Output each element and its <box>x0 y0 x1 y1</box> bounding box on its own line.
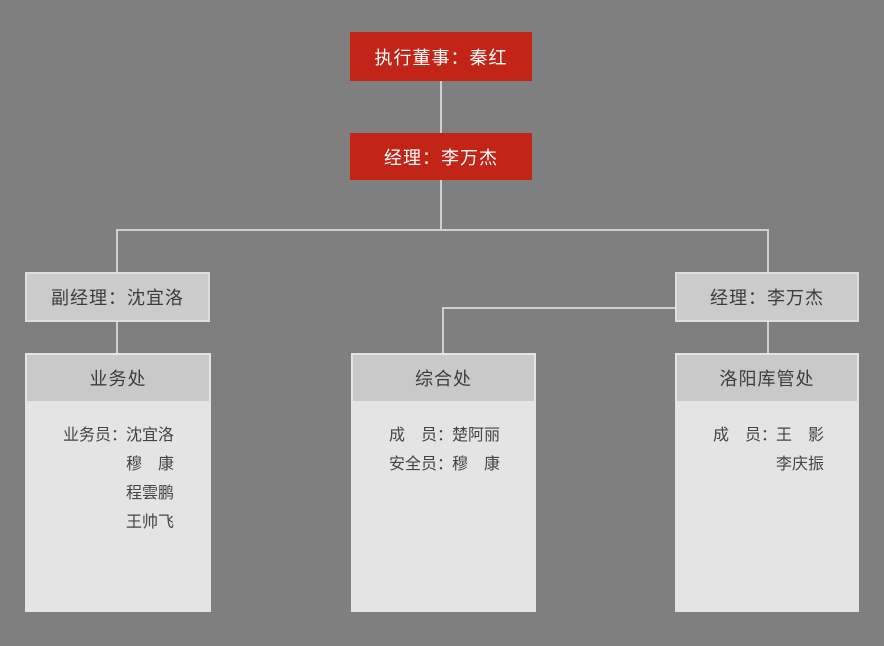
dept-title: 业务处 <box>27 355 209 401</box>
member-row: 程雲鹏 <box>27 479 209 508</box>
connector-line <box>767 229 769 272</box>
node-label: 执行董事：秦红 <box>374 47 508 68</box>
node-executive-director[interactable]: 执行董事：秦红 <box>350 32 532 81</box>
connector-line <box>440 81 442 133</box>
node-manager-right[interactable]: 经理：李万杰 <box>675 272 859 322</box>
member-role <box>63 479 126 508</box>
connector-line <box>116 229 118 272</box>
connector-line <box>440 180 442 230</box>
dept-box-general[interactable]: 综合处 成 员： 楚阿丽 安全员： 穆 康 <box>351 353 536 612</box>
dept-member-list: 业务员： 沈宜洛 穆 康 程雲鹏 王帅飞 <box>27 401 209 537</box>
member-row: 成 员： 王 影 <box>677 421 857 450</box>
member-row: 王帅飞 <box>27 508 209 537</box>
member-name: 李庆振 <box>776 456 825 473</box>
node-manager[interactable]: 经理：李万杰 <box>350 133 532 180</box>
member-role: 成 员： <box>713 427 778 444</box>
dept-box-luoyang-warehouse[interactable]: 洛阳库管处 成 员： 王 影 李庆振 <box>675 353 859 612</box>
dept-member-list: 成 员： 王 影 李庆振 <box>677 401 857 479</box>
connector-line <box>442 307 444 353</box>
connector-line <box>116 229 769 231</box>
node-label: 经理：李万杰 <box>384 147 498 168</box>
node-label: 副经理：沈宜洛 <box>51 288 184 308</box>
connector-line <box>767 322 769 353</box>
member-name: 王 影 <box>776 427 825 444</box>
dept-title: 洛阳库管处 <box>677 355 857 401</box>
member-role: 成 员： <box>389 427 454 444</box>
member-row: 安全员： 穆 康 <box>353 450 534 479</box>
member-name: 楚阿丽 <box>452 427 501 444</box>
dept-title-label: 业务处 <box>89 369 147 389</box>
member-row: 李庆振 <box>677 450 857 479</box>
dept-title: 综合处 <box>353 355 534 401</box>
dept-box-business[interactable]: 业务处 业务员： 沈宜洛 穆 康 程雲鹏 王帅飞 <box>25 353 211 612</box>
member-role <box>63 508 126 537</box>
member-row: 穆 康 <box>27 450 209 479</box>
member-name: 程雲鹏 <box>126 485 175 502</box>
member-role: 安全员： <box>389 456 454 473</box>
member-name: 沈宜洛 <box>126 427 175 444</box>
dept-title-label: 洛阳库管处 <box>719 369 815 389</box>
member-role: 业务员： <box>63 427 128 444</box>
dept-member-list: 成 员： 楚阿丽 安全员： 穆 康 <box>353 401 534 479</box>
member-name: 穆 康 <box>452 456 501 473</box>
member-role <box>63 450 126 479</box>
connector-line <box>116 322 118 353</box>
node-label: 经理：李万杰 <box>710 288 824 308</box>
member-row: 业务员： 沈宜洛 <box>27 421 209 450</box>
node-deputy-manager[interactable]: 副经理：沈宜洛 <box>25 272 210 322</box>
dept-title-label: 综合处 <box>415 369 472 389</box>
member-row: 成 员： 楚阿丽 <box>353 421 534 450</box>
member-name: 穆 康 <box>126 456 175 473</box>
member-role <box>713 450 776 479</box>
member-name: 王帅飞 <box>126 514 175 531</box>
connector-line <box>442 307 675 309</box>
